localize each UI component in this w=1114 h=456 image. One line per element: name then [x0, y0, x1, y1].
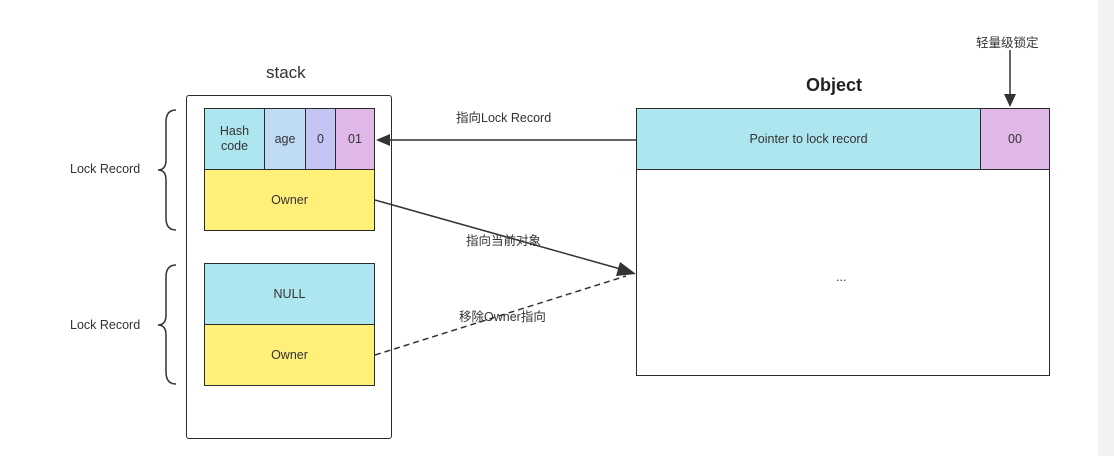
lock-record-label-1: Lock Record	[70, 162, 141, 176]
owner-cell-2: Owner	[204, 324, 375, 386]
stack-title: stack	[266, 63, 306, 82]
lock-flag-01-cell: 01	[335, 108, 375, 170]
owner-to-object-arrowhead	[616, 262, 636, 276]
lock-record-brace-1	[157, 109, 177, 231]
hashcode-cell: Hash code	[204, 108, 265, 170]
object-title: Object	[806, 75, 863, 95]
lightweight-lock-label: 轻量级锁定	[976, 36, 1039, 50]
scrollbar-strip	[1098, 0, 1114, 456]
removed-owner-dashed-line	[374, 275, 627, 356]
stack-frame	[186, 95, 392, 439]
owner-cell-1: Owner	[204, 169, 375, 231]
owner-to-object-arrow	[374, 199, 625, 271]
object-body-ellipsis: ...	[836, 270, 847, 284]
pointer-to-lock-record-arrowhead	[376, 134, 390, 146]
lock-flag-00-cell: 00	[980, 108, 1050, 170]
age-cell: age	[264, 108, 306, 170]
lock-record-brace-2	[157, 264, 177, 385]
lock-record-label-2: Lock Record	[70, 318, 141, 332]
null-cell: NULL	[204, 263, 375, 325]
lightweight-lock-arrowhead	[1004, 94, 1016, 107]
point-to-current-object-label: 指向当前对象	[466, 230, 542, 249]
point-to-lock-record-label: 指向Lock Record	[456, 111, 552, 125]
pointer-cell: Pointer to lock record	[636, 108, 981, 170]
